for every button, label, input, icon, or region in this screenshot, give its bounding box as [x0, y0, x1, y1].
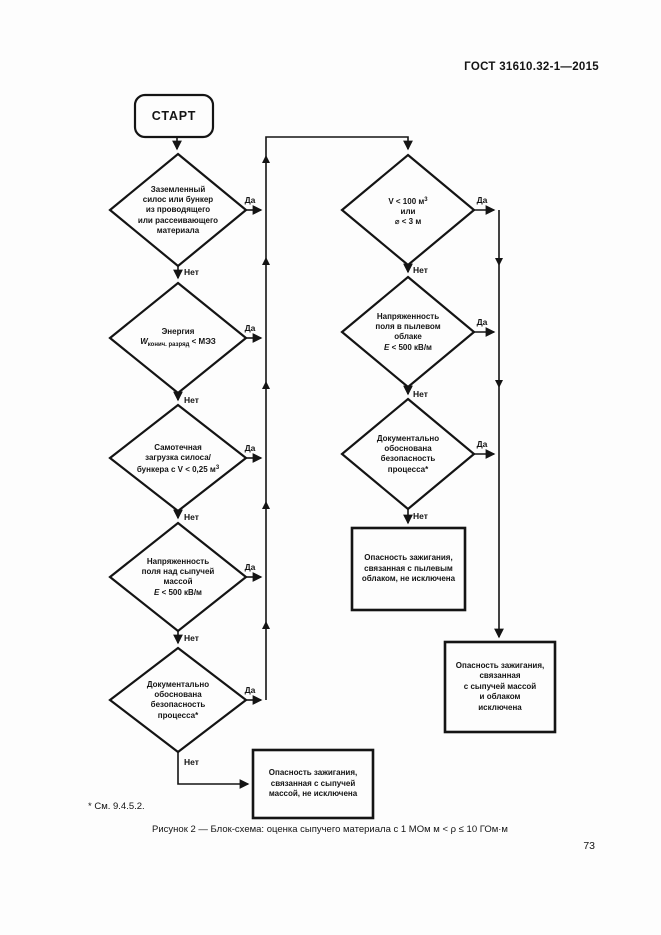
node-d2-formula: Wконич. разряд < МЭЗ	[112, 337, 244, 350]
node-shapes	[108, 93, 557, 820]
node-d4-lines: Напряженность поля над сыпучей массой	[141, 557, 215, 587]
diamond-d2-shape	[108, 281, 248, 395]
connectors	[172, 136, 504, 789]
symbol-e: E	[384, 342, 390, 352]
edge-label-yes-d4: Да	[244, 562, 256, 572]
up-arrowhead	[262, 257, 270, 265]
figure-caption: Рисунок 2 — Блок-схема: оценка сыпучего …	[152, 824, 508, 835]
node-r1-volume: V < 100 м	[388, 197, 425, 206]
up-arrowhead	[262, 621, 270, 629]
node-r2-formula: E < 500 кВ/м	[344, 343, 472, 353]
node-d4-label: Напряженность поля над сыпучей массой E …	[114, 557, 242, 598]
node-d5-label: Документально обоснована безопасность пр…	[146, 680, 210, 720]
edge-label-no-r2: Нет	[413, 389, 428, 399]
symbol-w-subscript: конич. разряд	[147, 342, 190, 349]
down-arrowhead	[495, 380, 503, 388]
edge-label-no-r1: Нет	[413, 265, 428, 275]
node-d1-label: Заземленный силос или бункер из проводящ…	[137, 185, 219, 235]
edge-label-no-d4: Нет	[184, 633, 199, 643]
up-arrowhead	[262, 381, 270, 389]
diamond-d1-shape	[108, 152, 248, 268]
edge-label-yes-r3: Да	[476, 439, 488, 449]
edge-label-no-d1: Нет	[184, 267, 199, 277]
node-d3-lines: Самотечная загрузка силоса/ бункера с V …	[136, 443, 216, 475]
node-r1-line2: или	[400, 207, 416, 217]
node-d3-label: Самотечная загрузка силоса/ бункера с V …	[110, 443, 246, 476]
rect-bulk-label: Опасность зажигания, связанная с сыпучей…	[268, 768, 358, 799]
edge-label-no-d3: Нет	[184, 512, 199, 522]
rect-bulk-shape	[251, 748, 375, 820]
node-r1-line1: V < 100 м3	[344, 195, 472, 207]
down-arrowhead	[495, 258, 503, 266]
node-r1-exponent: 3	[424, 197, 428, 203]
flow-direction-arrowheads	[262, 155, 503, 629]
edge-label-yes-r1: Да	[476, 195, 488, 205]
edge-label-no-d5: Нет	[184, 757, 199, 767]
rect-cloud-shape	[350, 526, 467, 612]
edge-label-no-r3: Нет	[413, 511, 428, 521]
node-d4-formula: E < 500 кВ/м	[114, 588, 242, 598]
diamond-r3-shape	[340, 397, 476, 511]
edge-label-yes-d1: Да	[244, 195, 256, 205]
diamond-d5-shape	[108, 646, 248, 754]
node-d3-exponent: 3	[215, 465, 220, 472]
connector-left-collector-to-r1	[265, 136, 413, 700]
rect-excluded-label: Опасность зажигания, связанная с сыпучей…	[455, 660, 545, 712]
page-number: 73	[583, 840, 595, 852]
edge-label-no-d2: Нет	[184, 395, 199, 405]
doc-number: ГОСТ 31610.32-1—2015	[464, 61, 599, 73]
node-r2-comparison: < 500 кВ/м	[389, 342, 432, 352]
edge-label-yes-d2: Да	[244, 323, 256, 333]
diamond-d3-shape	[108, 403, 248, 513]
node-d2-label: Энергия Wконич. разряд < МЭЗ	[112, 327, 244, 350]
symbol-e: E	[154, 587, 160, 597]
diamond-r1-shape	[340, 153, 476, 267]
node-d4-comparison: < 500 кВ/м	[159, 587, 202, 597]
footnote: * См. 9.4.5.2.	[88, 801, 145, 812]
node-d2-comparison: < МЭЗ	[189, 337, 216, 347]
up-arrowhead	[262, 501, 270, 509]
node-r2-lines: Напряженность поля в пылевом облаке	[375, 312, 441, 342]
node-r3-label: Документально обоснована безопасность пр…	[376, 434, 440, 474]
symbol-w: W	[140, 337, 148, 347]
connector-d5-no-rect-bulk	[177, 752, 250, 789]
up-arrowhead	[262, 155, 270, 163]
node-r1-label: V < 100 м3 или ⌀ < 3 м	[344, 195, 472, 228]
edge-label-yes-r2: Да	[476, 317, 488, 327]
diamond-r2-shape	[340, 275, 476, 389]
rect-cloud-label: Опасность зажигания, связанная с пылевым…	[361, 553, 456, 584]
rect-excluded-shape	[443, 640, 557, 734]
start-node-shape	[133, 93, 215, 139]
diamond-d4-shape	[108, 521, 248, 633]
node-r1-line3: ⌀ < 3 м	[394, 217, 422, 227]
edge-label-yes-d5: Да	[244, 685, 256, 695]
start-node-label: СТАРТ	[151, 109, 197, 123]
node-r2-label: Напряженность поля в пылевом облаке E < …	[344, 312, 472, 353]
node-d2-line1: Энергия	[161, 327, 195, 336]
edge-label-yes-d3: Да	[244, 443, 256, 453]
